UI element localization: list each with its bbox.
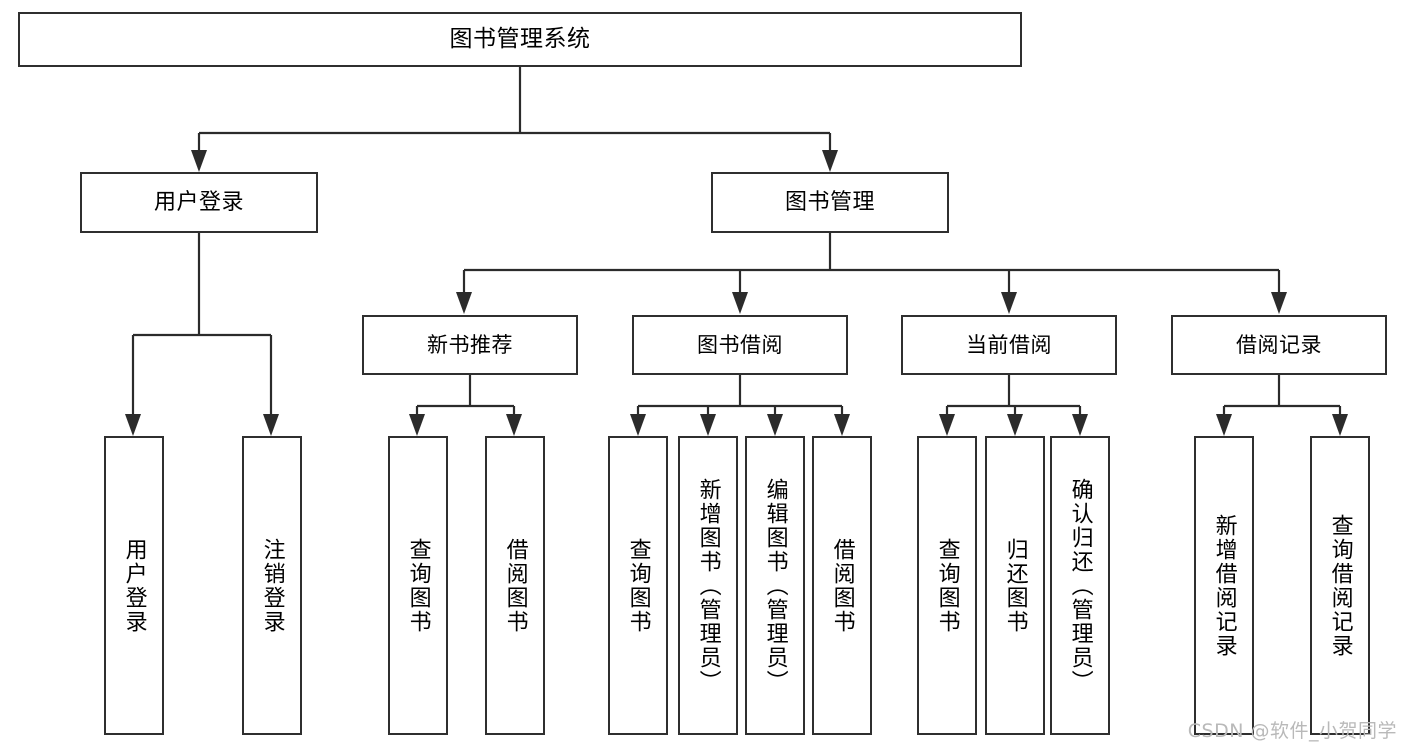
- node-leaf-confirm-return-admin-label: 确认归还（管理员）: [1067, 477, 1093, 694]
- node-user-login[interactable]: 用户登录: [80, 172, 318, 233]
- node-book-manage[interactable]: 图书管理: [711, 172, 949, 233]
- node-leaf-user-logout-label: 注销登录: [259, 537, 285, 634]
- node-leaf-user-login-label: 用户登录: [121, 537, 147, 634]
- node-leaf-query-book-3-label: 查询图书: [934, 537, 960, 634]
- node-new-book-recommend-label: 新书推荐: [427, 332, 513, 357]
- node-leaf-borrow-book-1[interactable]: 借阅图书: [485, 436, 545, 735]
- node-leaf-add-book-admin[interactable]: 新增图书（管理员）: [678, 436, 738, 735]
- node-borrow-record-label: 借阅记录: [1236, 332, 1322, 357]
- node-root[interactable]: 图书管理系统: [18, 12, 1022, 67]
- node-leaf-borrow-book-2[interactable]: 借阅图书: [812, 436, 872, 735]
- node-borrow-record[interactable]: 借阅记录: [1171, 315, 1387, 375]
- node-book-borrow-label: 图书借阅: [697, 332, 783, 357]
- node-leaf-borrow-book-1-label: 借阅图书: [502, 537, 528, 634]
- node-leaf-query-record[interactable]: 查询借阅记录: [1310, 436, 1370, 735]
- node-leaf-edit-book-admin[interactable]: 编辑图书（管理员）: [745, 436, 805, 735]
- arrow-leaf-add-record: [1216, 414, 1232, 436]
- node-leaf-query-book-1-label: 查询图书: [405, 537, 431, 634]
- node-leaf-user-logout[interactable]: 注销登录: [242, 436, 302, 735]
- node-leaf-borrow-book-2-label: 借阅图书: [829, 537, 855, 634]
- node-leaf-query-book-2-label: 查询图书: [625, 537, 651, 634]
- node-leaf-edit-book-admin-label: 编辑图书（管理员）: [762, 477, 788, 694]
- arrow-current-borrow: [1001, 292, 1017, 314]
- node-leaf-add-record[interactable]: 新增借阅记录: [1194, 436, 1254, 735]
- node-leaf-query-book-1[interactable]: 查询图书: [388, 436, 448, 735]
- arrow-leaf-return-book: [1007, 414, 1023, 436]
- node-new-book-recommend[interactable]: 新书推荐: [362, 315, 578, 375]
- arrow-new-book-recommend: [456, 292, 472, 314]
- arrow-leaf-borrow-book-1: [506, 414, 522, 436]
- node-leaf-add-record-label: 新增借阅记录: [1211, 513, 1237, 658]
- node-leaf-return-book[interactable]: 归还图书: [985, 436, 1045, 735]
- node-book-borrow[interactable]: 图书借阅: [632, 315, 848, 375]
- arrow-leaf-user-logout: [263, 414, 279, 436]
- arrow-leaf-query-book-1: [409, 414, 425, 436]
- node-leaf-return-book-label: 归还图书: [1002, 537, 1028, 634]
- arrow-leaf-query-record: [1332, 414, 1348, 436]
- arrow-leaf-query-book-2: [630, 414, 646, 436]
- node-current-borrow[interactable]: 当前借阅: [901, 315, 1117, 375]
- node-leaf-query-book-3[interactable]: 查询图书: [917, 436, 977, 735]
- arrow-leaf-confirm-return-admin: [1072, 414, 1088, 436]
- node-leaf-confirm-return-admin[interactable]: 确认归还（管理员）: [1050, 436, 1110, 735]
- arrow-leaf-add-book-admin: [700, 414, 716, 436]
- node-user-login-label: 用户登录: [153, 189, 244, 215]
- node-root-label: 图书管理系统: [449, 26, 591, 53]
- arrow-leaf-query-book-3: [939, 414, 955, 436]
- node-leaf-query-book-2[interactable]: 查询图书: [608, 436, 668, 735]
- node-book-manage-label: 图书管理: [784, 189, 875, 215]
- arrow-to-user-login: [191, 150, 207, 172]
- arrow-leaf-edit-book-admin: [767, 414, 783, 436]
- arrow-book-borrow: [732, 292, 748, 314]
- csdn-watermark: CSDN @软件_小贺同学: [1187, 720, 1397, 742]
- arrow-borrow-record: [1271, 292, 1287, 314]
- node-leaf-add-book-admin-label: 新增图书（管理员）: [695, 477, 721, 694]
- node-leaf-query-record-label: 查询借阅记录: [1327, 513, 1353, 658]
- arrow-to-book-manage: [822, 150, 838, 172]
- arrow-leaf-user-login: [125, 414, 141, 436]
- node-current-borrow-label: 当前借阅: [966, 332, 1052, 357]
- node-leaf-user-login[interactable]: 用户登录: [104, 436, 164, 735]
- arrow-leaf-borrow-book-2: [834, 414, 850, 436]
